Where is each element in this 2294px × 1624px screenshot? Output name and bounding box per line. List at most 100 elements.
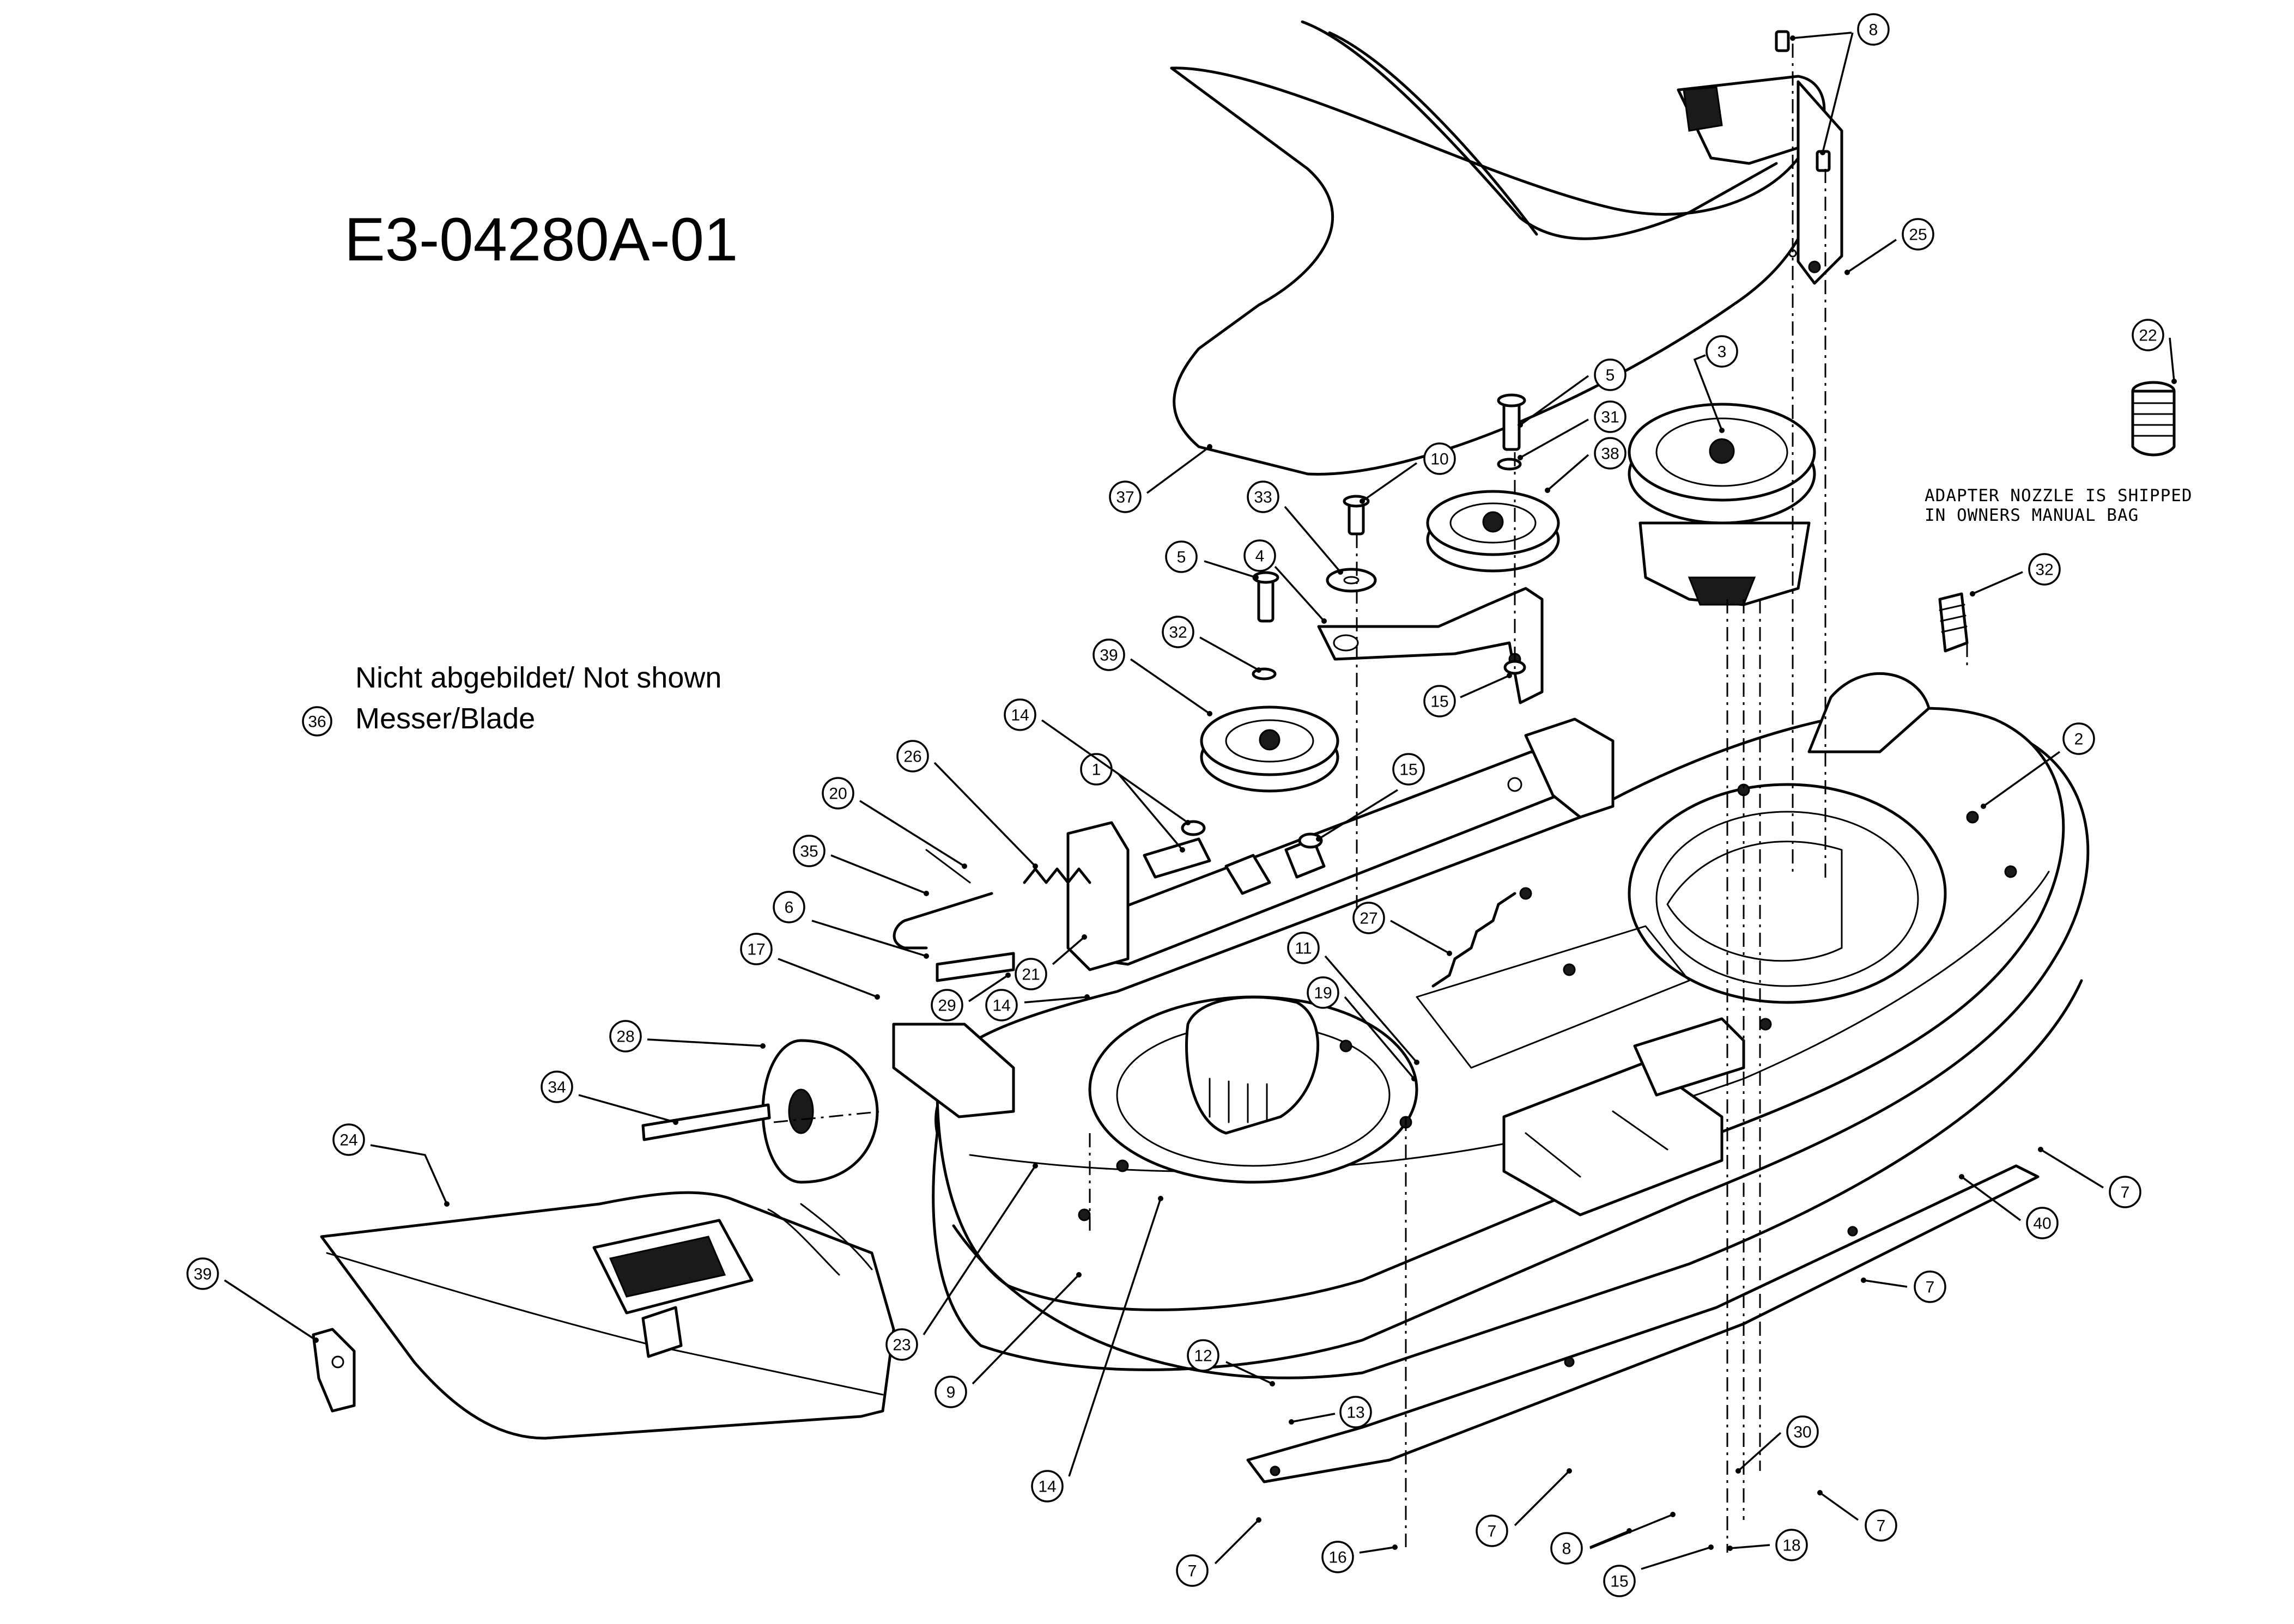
callout-arrow-tip: [1708, 1544, 1714, 1550]
discharge-chute: [320, 1191, 895, 1440]
idler-arm: [1317, 587, 1544, 704]
callout-bubble: [2132, 319, 2164, 351]
callout-number: 2: [2074, 731, 2084, 749]
callout-30: 30: [1735, 1415, 1819, 1474]
callout-arrow-tip: [1507, 673, 1512, 678]
callout-13: 13: [1289, 1396, 1372, 1428]
callout-arrow-tip: [1256, 667, 1261, 673]
callout-bubble: [1423, 685, 1456, 717]
callout-arrow-tip: [1076, 1272, 1082, 1278]
part-callouts: 1234556777778891011121314141415151516171…: [186, 13, 2177, 1597]
callout-number: 17: [747, 941, 765, 959]
callout-leader-line: [1361, 462, 1418, 502]
callout-leader-line: [1972, 571, 2023, 595]
callout-arrow-tip: [1518, 422, 1523, 428]
callout-14: 14: [1031, 1196, 1163, 1503]
callout-arrow-tip: [1970, 591, 1975, 597]
callout-bubble: [1865, 1509, 1897, 1542]
idler-pulley-lower: [1200, 705, 1339, 793]
callout-37: 37: [1109, 444, 1212, 513]
callout-leader-line: [1274, 565, 1325, 622]
callout-number: 15: [1399, 761, 1417, 779]
callout-arrow-tip: [1289, 1419, 1294, 1425]
not-shown-item-label: Messer/Blade: [355, 702, 535, 735]
callout-14: 14: [985, 989, 1090, 1021]
left-spindle-housing: [1185, 995, 1320, 1135]
drive-belt: [1170, 20, 1816, 476]
callout-15: 15: [1603, 1544, 1714, 1597]
callout-bubble: [1594, 400, 1627, 433]
callout-bubble: [2109, 1176, 2141, 1208]
callout-bubble: [1902, 218, 1934, 251]
callout-bubble: [609, 1020, 642, 1053]
callout-number: 23: [893, 1336, 911, 1354]
callout-leader-line: [972, 1274, 1080, 1385]
callout-24: 24: [332, 1123, 450, 1207]
callout-number: 20: [829, 785, 847, 803]
callout-bubble: [1287, 932, 1320, 964]
callout-number: 31: [1601, 409, 1619, 427]
callout-arrow-tip: [1567, 1468, 1572, 1474]
callout-leader-line: [1460, 674, 1510, 698]
callout-2: 2: [1981, 722, 2095, 809]
callout-leader-line: [1199, 636, 1259, 671]
callout-number: 7: [1488, 1523, 1497, 1541]
idler-pulley-upper: [1426, 490, 1560, 573]
callout-arrow-tip: [1727, 1546, 1733, 1551]
callout-bubble: [186, 1257, 219, 1290]
callout-arrow-tip: [875, 994, 880, 1000]
callout-number: 14: [1038, 1478, 1056, 1496]
callout-number: 28: [616, 1028, 634, 1046]
right-spindle-pulley: [1628, 403, 1816, 606]
callout-leader-line: [830, 854, 927, 895]
callout-21: 21: [1015, 934, 1087, 990]
callout-arrow-tip: [1180, 847, 1185, 853]
callout-bubble: [1176, 1554, 1209, 1587]
belt-guide-bracket: [1677, 75, 1843, 285]
callout-arrow-tip: [444, 1201, 450, 1207]
callout-35: 35: [793, 835, 929, 896]
callout-arrow-tip: [1338, 569, 1343, 575]
callout-arrow-tip: [1719, 428, 1725, 433]
callout-number: 32: [2035, 561, 2053, 579]
callout-leader-line: [1214, 1519, 1260, 1565]
callout-number: 37: [1116, 489, 1134, 507]
callout-arrow-tip: [1817, 1490, 1823, 1495]
callout-number: 39: [1100, 647, 1118, 665]
callout-leader-line: [1284, 506, 1342, 573]
callout-bubble: [985, 989, 1018, 1021]
callout-bubble: [1423, 442, 1456, 475]
callout-leader-line: [1514, 1470, 1570, 1526]
callout-number: 5: [1606, 367, 1615, 385]
callout-arrow-tip: [1411, 1076, 1417, 1081]
callout-leader-line: [1117, 773, 1184, 851]
diagram-id: E3-04280A-01: [344, 205, 738, 273]
callout-number: 5: [1177, 549, 1186, 567]
callout-arrow-tip: [760, 1043, 766, 1049]
callout-arrow-tip: [1158, 1196, 1163, 1201]
callout-31: 31: [1518, 400, 1627, 460]
callout-7: 7: [1817, 1490, 1897, 1542]
callout-arrow-tip: [1207, 711, 1212, 716]
callout-16: 16: [1321, 1541, 1398, 1573]
callout-leader-line: [578, 1094, 676, 1123]
callout-leader-line: [1324, 955, 1418, 1063]
callout-arrow-tip: [1844, 270, 1850, 275]
callout-leader-line: [933, 762, 1036, 867]
callout-leader-line: [1344, 996, 1415, 1080]
callout-39: 39: [186, 1257, 319, 1343]
callout-leader-line: [2169, 337, 2175, 382]
callout-number: 7: [1188, 1562, 1197, 1580]
callout-arrow-tip: [1670, 1512, 1676, 1517]
callout-arrow-tip: [1414, 1060, 1419, 1065]
callout-number: 8: [1869, 21, 1878, 39]
callout-number: 21: [1022, 966, 1040, 984]
callout-number: 40: [2033, 1215, 2051, 1233]
callout-number: 19: [1314, 984, 1332, 1002]
callout-11: 11: [1287, 932, 1419, 1065]
callout-arrow-tip: [2038, 1147, 2043, 1152]
callout-arrow-tip: [313, 1337, 319, 1343]
callout-bubble: [1476, 1514, 1508, 1547]
callout-leader-line: [1318, 789, 1398, 840]
